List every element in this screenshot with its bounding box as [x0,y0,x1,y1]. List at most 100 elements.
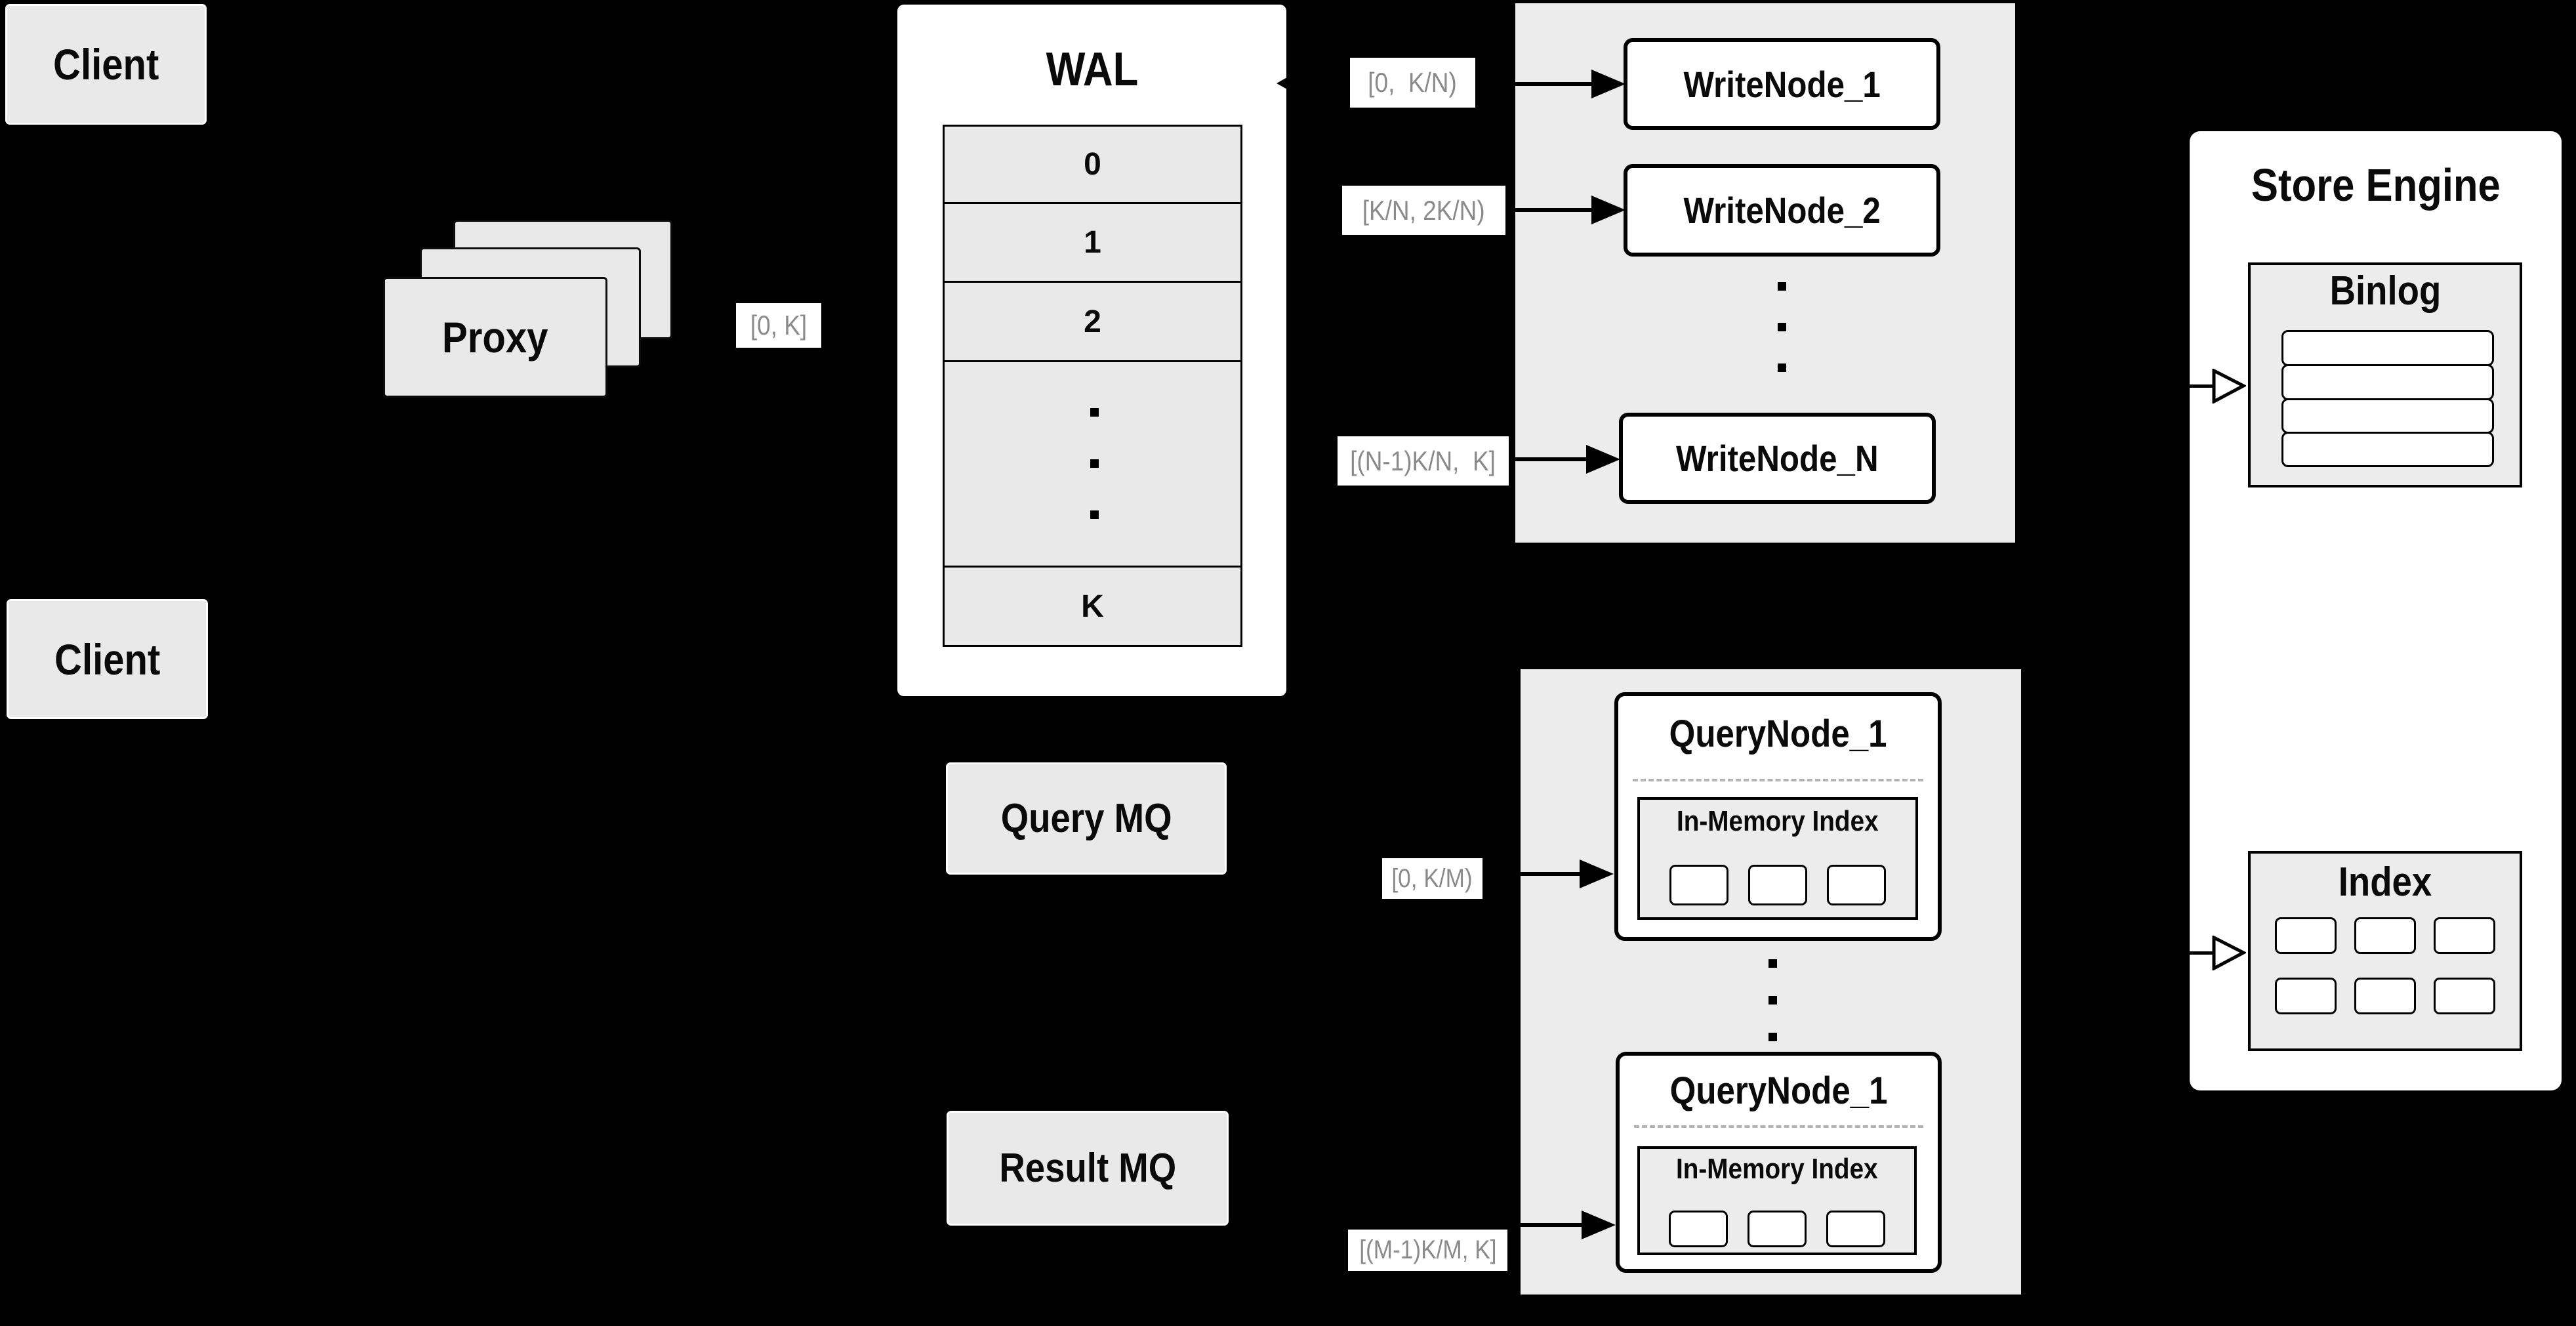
arrow-head-writenode-n-icon [1586,445,1620,474]
in-memory-index-panel-1: In-Memory Index [1637,797,1918,920]
index-cell [2354,917,2416,954]
binlog-rows [2281,330,2494,467]
memory-cell [1748,865,1807,905]
querynode-m-separator [1634,1125,1923,1128]
wal-arrow-stub-icon [1277,77,1287,89]
binlog-panel: Binlog [2248,262,2522,487]
wal-row-1-text: 1 [1084,225,1101,260]
index-cell [2434,917,2495,954]
arrow-line-querynode-1 [1521,872,1582,876]
index-title: Index [2251,859,2520,905]
index-cells-row-2 [2251,978,2520,1014]
store-engine-title-text: Store Engine [2251,159,2501,211]
proxy-stack: Proxy [383,220,672,398]
arrow-line-querynode-m [1521,1223,1584,1227]
proxy-card-front: Proxy [383,277,607,398]
range-label-writenode-n: [(N-1)K/N, K] [1338,436,1509,486]
in-memory-cells-2 [1640,1211,1914,1247]
wal-row-2: 2 [943,281,1242,362]
in-memory-cells-1 [1640,865,1915,905]
querynode-m-title: QueryNode_1 [1620,1069,1938,1113]
index-cell [2275,917,2337,954]
binlog-row [2281,330,2494,366]
proxy-label: Proxy [442,313,548,362]
ellipsis-dot [1768,1033,1777,1041]
wal-title-text: WAL [1046,43,1138,96]
writenode-n-label: WriteNode_N [1676,438,1879,479]
client-bottom-label: Client [54,634,161,684]
result-mq-box: Result MQ [947,1111,1229,1226]
client-box-top: Client [5,4,207,125]
wal-row-1: 1 [943,202,1242,283]
writenode-2-label: WriteNode_2 [1683,190,1881,231]
binlog-row [2281,398,2494,434]
memory-cell [1748,1211,1807,1247]
querynode-m-box: QueryNode_1 In-Memory Index [1616,1052,1942,1273]
store-engine-title: Store Engine [2190,159,2562,211]
memory-cell [1826,1211,1885,1247]
binlog-row [2281,364,2494,400]
binlog-title: Binlog [2251,268,2520,314]
memory-cell [1669,1211,1728,1247]
range-label-proxy-text: [0, K] [750,310,808,341]
arrow-head-writenode-2-icon [1591,196,1625,224]
wal-table: 0 1 2 K [943,125,1242,647]
result-mq-label: Result MQ [999,1146,1176,1191]
index-cell [2434,978,2495,1014]
memory-cell [1827,865,1886,905]
in-memory-index-1-title: In-Memory Index [1640,805,1915,838]
arrow-line-writenode-n [1515,457,1594,461]
index-cell [2275,978,2337,1014]
ellipsis-dot [1778,323,1786,331]
ellipsis-dot [1778,282,1786,291]
arrow-head-index-icon [2212,936,2246,970]
binlog-title-text: Binlog [2329,268,2441,314]
store-engine-panel: Store Engine Binlog Index [2190,131,2562,1090]
range-label-querynode-1-text: [0, K/M) [1391,863,1473,893]
querynode-1-separator [1633,779,1923,781]
ellipsis-dot [1768,959,1777,968]
wal-row-k: K [943,566,1242,647]
arrow-head-writenode-1-icon [1591,70,1625,98]
arrow-line-writenode-2 [1515,208,1594,212]
range-label-writenode-1: [0, K/N) [1350,58,1475,108]
wal-row-2-text: 2 [1084,304,1101,339]
wal-row-k-text: K [1081,589,1104,624]
arrow-line-writenode-1 [1515,82,1594,86]
range-label-writenode-n-text: [(N-1)K/N, K] [1350,445,1496,476]
ellipsis-dot [1778,363,1786,372]
index-cells-row-1 [2251,917,2520,954]
in-memory-index-1-title-text: In-Memory Index [1677,805,1879,837]
in-memory-index-2-title-text: In-Memory Index [1676,1153,1878,1185]
client-box-bottom: Client [7,599,208,719]
ellipsis-dot [1090,510,1099,519]
ellipsis-dot [1768,996,1777,1005]
writenode-2-box: WriteNode_2 [1624,164,1940,257]
in-memory-index-2-title: In-Memory Index [1640,1153,1914,1186]
in-memory-index-panel-2: In-Memory Index [1637,1146,1917,1255]
range-label-writenode-2-text: [K/N, 2K/N) [1362,194,1485,226]
memory-cell [1669,865,1728,905]
range-label-writenode-2: [K/N, 2K/N) [1342,186,1505,235]
querynode-1-box: QueryNode_1 In-Memory Index [1614,692,1942,941]
arrow-line-binlog [2186,384,2216,388]
arrow-head-querynode-1-icon [1580,860,1614,888]
writenode-1-label: WriteNode_1 [1683,63,1881,105]
wal-row-0: 0 [943,125,1242,204]
index-cell [2354,978,2416,1014]
arrow-line-index [2186,951,2216,955]
writenode-n-box: WriteNode_N [1619,413,1936,504]
range-label-querynode-1: [0, K/M) [1382,858,1482,899]
binlog-row [2281,432,2494,467]
query-mq-box: Query MQ [946,762,1227,875]
arrow-head-querynode-m-icon [1582,1211,1616,1239]
range-label-writenode-1-text: [0, K/N) [1368,67,1458,98]
range-label-proxy: [0, K] [736,303,821,348]
query-mq-label: Query MQ [1000,796,1172,841]
index-panel: Index [2248,851,2522,1051]
querynode-1-title: QueryNode_1 [1618,712,1938,756]
wal-row-0-text: 0 [1084,147,1101,182]
querynode-m-title-text: QueryNode_1 [1669,1069,1888,1112]
writenode-1-box: WriteNode_1 [1624,38,1940,130]
